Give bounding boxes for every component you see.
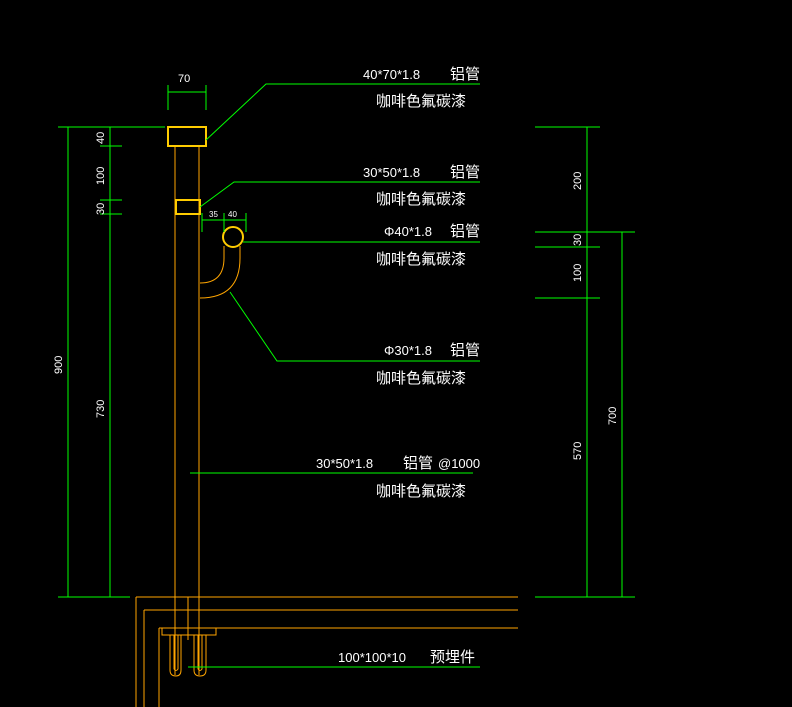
- dim-right-570: 570: [572, 442, 584, 460]
- dim-left-900: 900: [53, 356, 65, 374]
- dim-right-700: 700: [607, 407, 619, 425]
- dimension-labels: 70 40 100 30 730 900 35 40 200 30 100 57…: [53, 73, 619, 460]
- annotation-material: 铝管: [450, 223, 480, 240]
- material-annotations: 40*70*1.8 铝管 咖啡色氟碳漆 30*50*1.8 铝管 咖啡色氟碳漆 …: [316, 66, 480, 666]
- annotation-finish: 咖啡色氟碳漆: [376, 191, 466, 208]
- railing-structure: [135, 146, 518, 707]
- dim-top-width: 70: [178, 73, 190, 85]
- annotation-material: 铝管: [450, 342, 480, 359]
- dim-right-200: 200: [572, 172, 584, 190]
- annotation-top-rail: 40*70*1.8 铝管 咖啡色氟碳漆: [363, 66, 480, 110]
- annotation-baluster: 30*50*1.8 铝管 @1000 咖啡色氟碳漆: [316, 455, 480, 500]
- annotation-finish: 咖啡色氟碳漆: [376, 483, 466, 500]
- top-rail-40x70: [167, 126, 207, 147]
- round-rail-phi40: [222, 226, 244, 248]
- dim-right-100: 100: [572, 264, 584, 282]
- annotation-spec: 40*70*1.8: [363, 67, 420, 82]
- annotation-finish: 咖啡色氟碳漆: [376, 370, 466, 387]
- dim-left-40: 40: [95, 132, 107, 144]
- rail-profiles: [167, 126, 244, 248]
- dim-small-35: 35: [209, 210, 218, 219]
- annotation-hook-rail: Φ30*1.8 铝管 咖啡色氟碳漆: [376, 342, 480, 387]
- annotation-material: 铝管: [403, 455, 433, 472]
- annotation-spec: 30*50*1.8: [316, 456, 373, 471]
- dimension-lines: [58, 85, 635, 598]
- annotation-mid-rail: 30*50*1.8 铝管 咖啡色氟碳漆: [363, 164, 480, 208]
- annotation-spacing: @1000: [438, 456, 480, 471]
- dim-small-40: 40: [228, 210, 237, 219]
- dim-left-100: 100: [95, 167, 107, 185]
- annotation-spec: 30*50*1.8: [363, 165, 420, 180]
- annotation-finish: 咖啡色氟碳漆: [376, 251, 466, 268]
- leader-lines: [188, 83, 480, 668]
- annotation-spec: Φ40*1.8: [384, 224, 432, 239]
- annotation-material: 铝管: [450, 66, 480, 83]
- mid-rail-30x50: [175, 199, 201, 215]
- annotation-material: 预埋件: [430, 649, 475, 666]
- dim-right-30: 30: [572, 234, 584, 246]
- annotation-spec: 100*100*10: [338, 650, 406, 665]
- annotation-material: 铝管: [450, 164, 480, 181]
- annotation-spec: Φ30*1.8: [384, 343, 432, 358]
- dim-left-730: 730: [95, 400, 107, 418]
- annotation-round-rail: Φ40*1.8 铝管 咖啡色氟碳漆: [376, 223, 480, 268]
- dim-left-30: 30: [95, 203, 107, 215]
- annotation-embed-plate: 100*100*10 预埋件: [338, 649, 475, 666]
- annotation-finish: 咖啡色氟碳漆: [376, 93, 466, 110]
